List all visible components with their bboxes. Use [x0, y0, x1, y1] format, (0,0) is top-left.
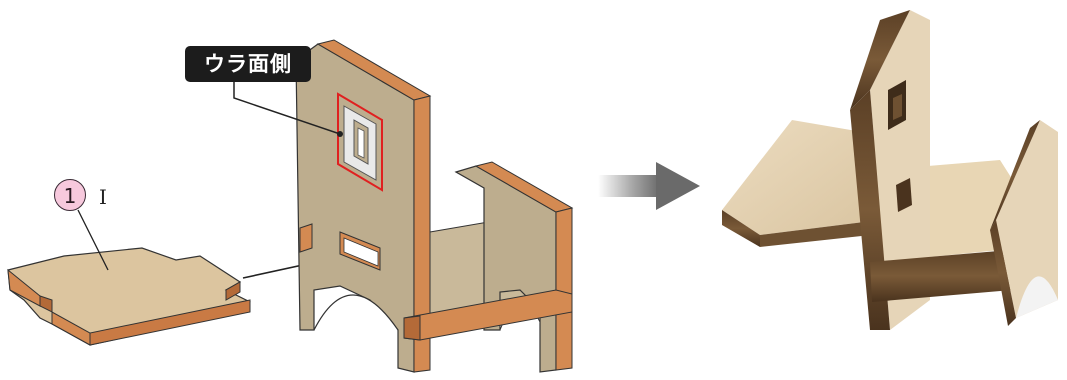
arrow-right-icon	[598, 162, 700, 210]
stand-side-frame	[403, 161, 574, 373]
part-number-badge: 1	[54, 179, 86, 211]
rendered-assembly	[722, 10, 1058, 330]
leader-line	[77, 209, 109, 271]
back-side-callout: ウラ面側	[185, 46, 311, 82]
loose-board-part-1	[7, 247, 251, 346]
part-count-label: I	[99, 185, 107, 209]
